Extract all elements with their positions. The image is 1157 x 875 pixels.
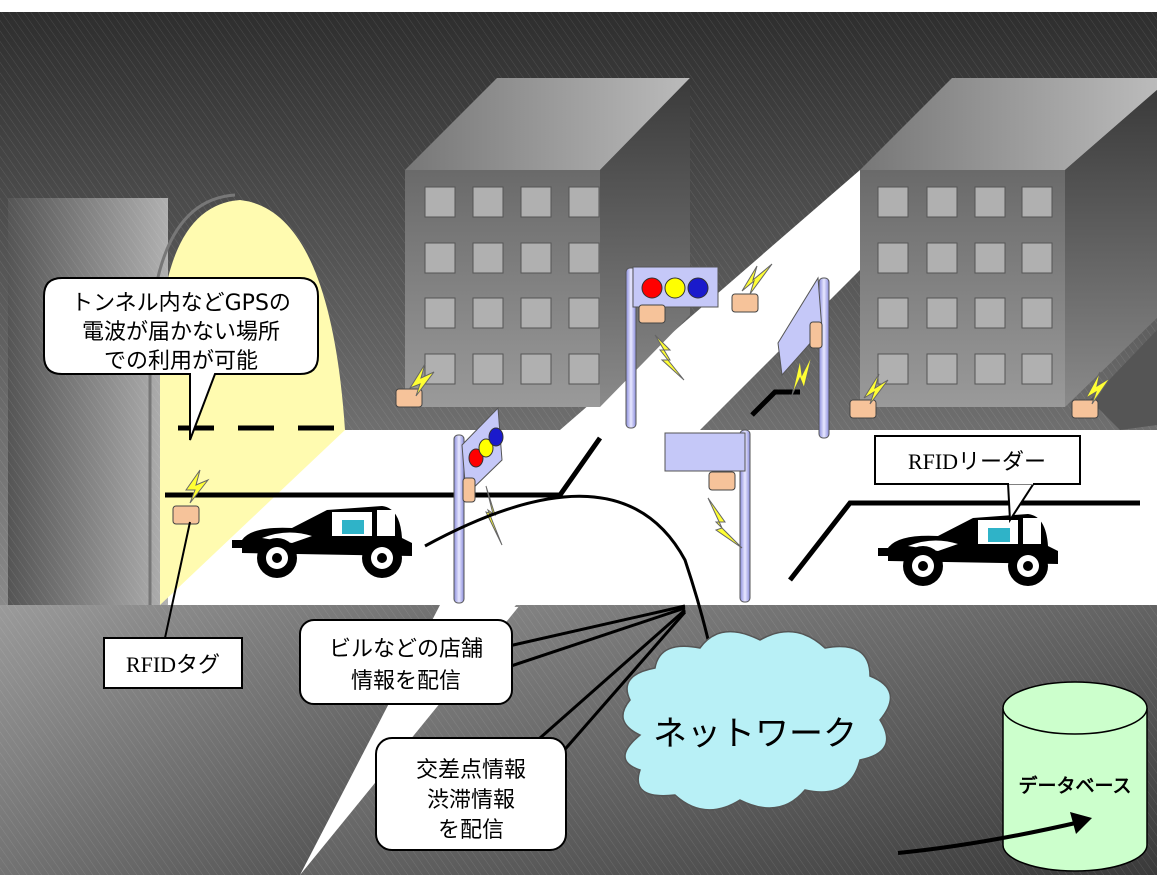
callout-text-line: RFIDタグ — [126, 652, 220, 677]
traffic-signal-top — [625, 266, 719, 429]
rfid-tag-signal-top — [638, 304, 666, 324]
road-sign-center — [664, 429, 751, 603]
callout-text-line: RFIDリーダー — [908, 449, 1046, 474]
network-cloud: ネットワーク — [622, 630, 892, 811]
callout-shop-info: ビルなどの店舗 情報を配信 — [299, 619, 513, 705]
network-label: ネットワーク — [653, 714, 857, 754]
lightning-icon — [791, 354, 813, 396]
rfid-tags — [172, 293, 1099, 525]
callout-rfid-tag: RFIDタグ — [103, 521, 243, 689]
arrow-to-database — [897, 820, 1081, 855]
lightning-icon — [1084, 371, 1111, 405]
rfid-tag-building-far-right — [1071, 399, 1099, 419]
callout-text-line: を配信 — [438, 818, 504, 843]
building-left-windows — [424, 186, 600, 385]
rfid-tag-tunnel — [172, 505, 200, 525]
callout-tunnel-gps: トンネル内などGPSの 電波が届かない場所 での利用が可能 — [43, 277, 319, 441]
database-icon: データベース — [1002, 681, 1148, 872]
rfid-tag-sign-right — [809, 321, 823, 349]
signal-wave-icons — [185, 263, 1111, 549]
building-right — [860, 78, 1157, 407]
callout-text-line: ビルなどの店舗 — [329, 637, 483, 662]
lightning-icon — [863, 373, 889, 405]
callout-text-line: 交差点情報 — [416, 758, 526, 783]
callout-text-line: での利用が可能 — [104, 349, 258, 374]
rfid-tag-building-left — [395, 388, 423, 408]
road-sign-right — [777, 276, 830, 439]
car-icon — [878, 514, 1058, 586]
arrow-head-icon — [1070, 812, 1092, 834]
building-left — [405, 78, 690, 407]
lightning-icon — [408, 363, 435, 397]
lightning-icon — [185, 469, 210, 504]
callout-text-line: 電波が届かない場所 — [82, 320, 280, 345]
lightning-icon — [654, 334, 685, 381]
traffic-signal-left — [453, 406, 504, 604]
callout-intersection-info: 交差点情報 渋滞情報 を配信 — [375, 737, 567, 851]
rfid-tag-building-right — [849, 399, 877, 419]
rfid-tag-building-mid — [731, 293, 759, 313]
callout-text-line: トンネル内などGPSの — [71, 291, 291, 316]
road-markings — [165, 389, 1140, 582]
callout-text-line: 情報を配信 — [351, 669, 461, 694]
lightning-icon — [741, 263, 773, 295]
building-right-windows — [877, 186, 1053, 385]
rfid-tag-sign-center — [708, 471, 736, 491]
database-label: データベース — [1018, 774, 1131, 797]
callout-rfid-reader: RFIDリーダー — [874, 435, 1081, 524]
lightning-icon — [707, 497, 743, 549]
car-icon — [232, 506, 412, 578]
rfid-tag-signal-left — [462, 477, 476, 503]
callout-text-line: 渋滞情報 — [427, 788, 515, 813]
